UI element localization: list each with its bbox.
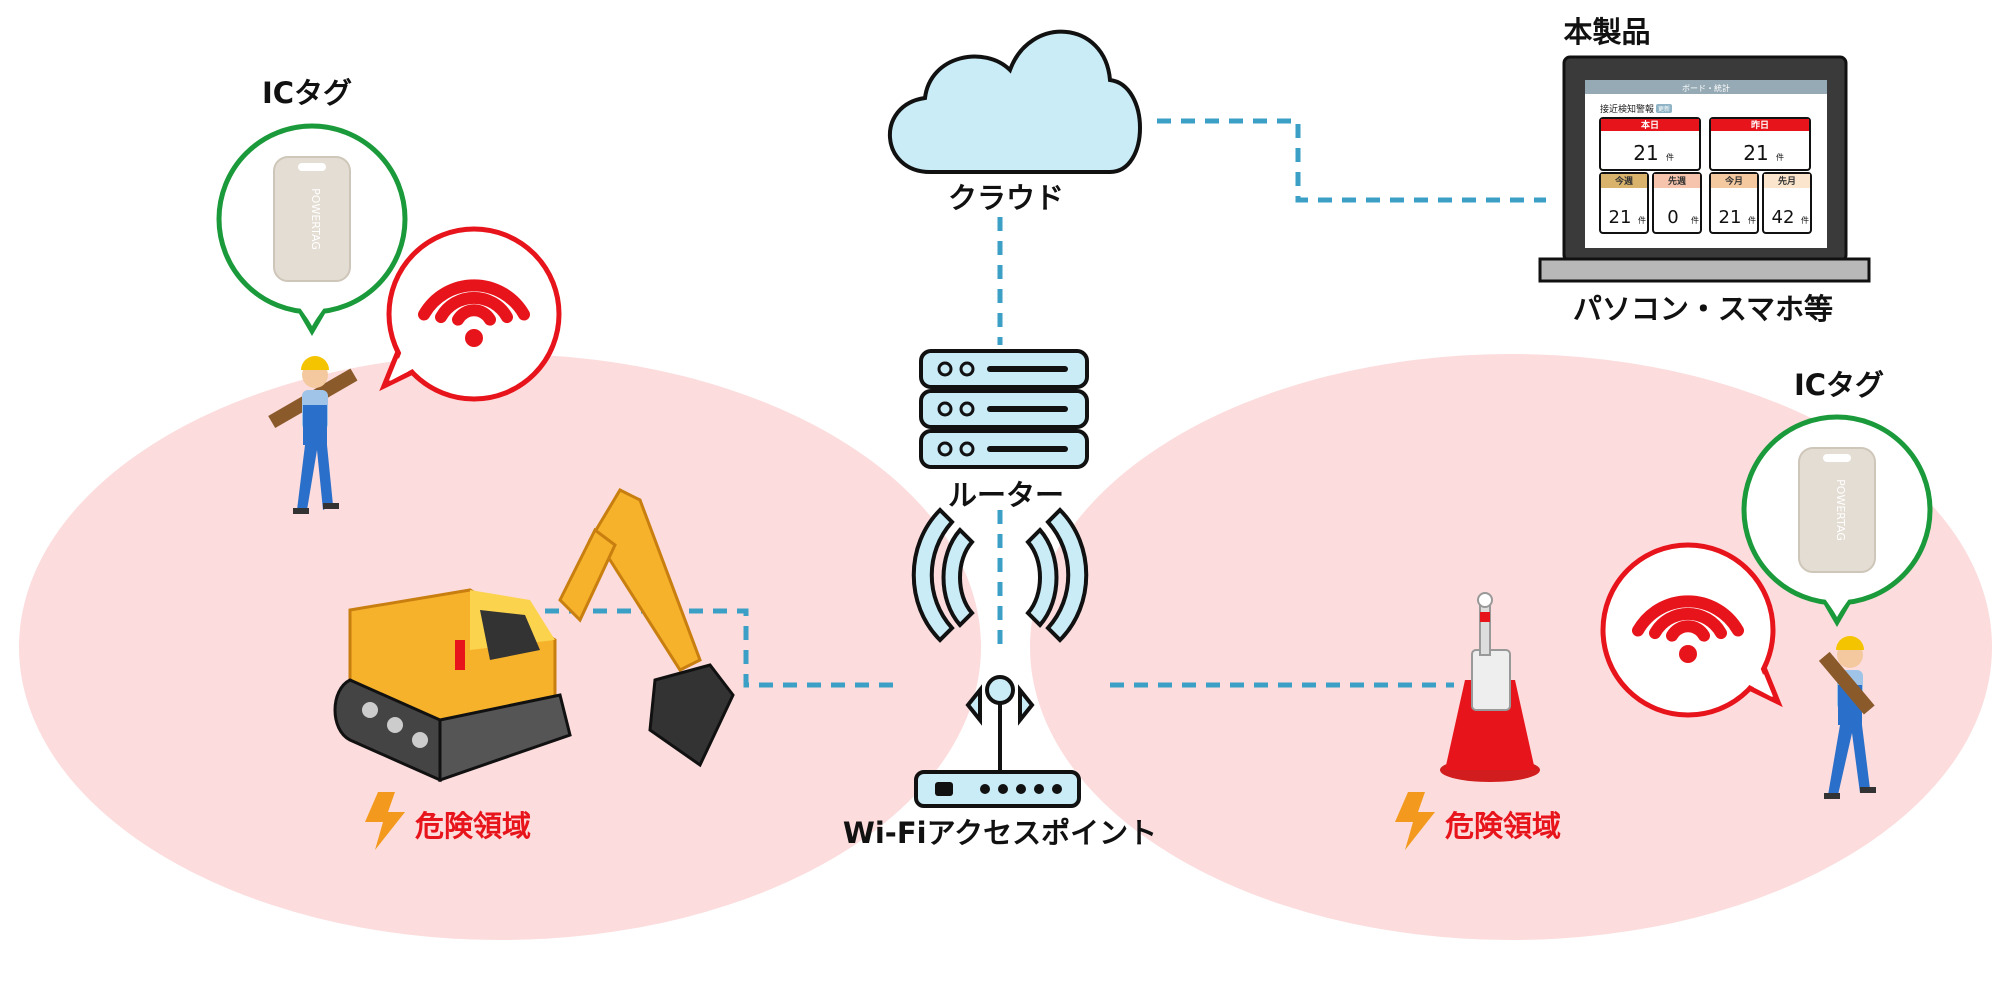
cone-sensor-icon xyxy=(1440,592,1540,782)
danger-label-left: 危険領域 xyxy=(415,809,531,843)
stat-card-label: 今月 xyxy=(1724,175,1743,187)
network-links xyxy=(446,118,1546,688)
product-label: 本製品 xyxy=(1563,15,1650,49)
stat-card: 今月 21 件 xyxy=(1709,172,1759,234)
ic-tag-label-left: ICタグ xyxy=(262,76,352,110)
stat-card-label: 先月 xyxy=(1778,175,1796,187)
link-ap-excavator xyxy=(446,608,893,688)
worker-left-icon xyxy=(268,356,358,514)
refresh-badge[interactable]: 更新 xyxy=(1658,105,1670,113)
router-label: ルーター xyxy=(948,478,1064,512)
stat-card-unit: 件 xyxy=(1691,215,1699,225)
dashboard-title: 接近検知警報 xyxy=(1600,103,1654,115)
stat-card-label: 本日 xyxy=(1641,119,1659,131)
stat-card-unit: 件 xyxy=(1748,215,1756,225)
tag-logo: POWERTAG xyxy=(1834,479,1847,541)
stat-card-value: 21 xyxy=(1633,141,1658,165)
lightning-icon-left xyxy=(365,792,405,850)
ic-tag-label-right: ICタグ xyxy=(1794,368,1884,402)
wifi-signal-icon xyxy=(1632,595,1744,663)
stat-card: 先月 42 件 xyxy=(1762,172,1812,234)
stat-card-label: 先週 xyxy=(1668,175,1687,187)
router-icon xyxy=(919,349,1089,469)
wifi-access-point-icon xyxy=(911,507,1089,808)
worker-right-icon xyxy=(1818,636,1876,799)
stat-card-value: 21 xyxy=(1609,207,1632,228)
cloud-label: クラウド xyxy=(948,181,1064,215)
ic-tag-bubble-right: POWERTAG xyxy=(1741,414,1933,627)
ic-tag-icon: POWERTAG xyxy=(1798,447,1876,573)
signal-bubble-right xyxy=(1600,542,1783,718)
stat-card-value: 21 xyxy=(1743,141,1768,165)
dashboard-header: ボード・統計 xyxy=(1682,83,1730,93)
devices-label: パソコン・スマホ等 xyxy=(1573,292,1833,326)
cloud-icon xyxy=(887,29,1142,174)
stat-card: 先週 0 件 xyxy=(1652,172,1702,234)
signal-bubble-left xyxy=(379,226,562,402)
wifi-signal-icon xyxy=(418,279,530,347)
stat-card-unit: 件 xyxy=(1638,215,1646,225)
stat-card-label: 今週 xyxy=(1614,175,1634,187)
stat-card: 今週 21 件 xyxy=(1599,172,1649,234)
stat-card: 昨日 21 件 xyxy=(1709,117,1811,171)
stat-card-unit: 件 xyxy=(1666,152,1674,162)
danger-label-right: 危険領域 xyxy=(1445,809,1561,843)
stat-card-label: 昨日 xyxy=(1751,119,1769,131)
stat-card-unit: 件 xyxy=(1801,215,1809,225)
stat-card-value: 21 xyxy=(1719,207,1742,228)
lightning-icon-right xyxy=(1395,792,1435,850)
excavator-icon xyxy=(333,488,735,783)
stat-card: 本日 21 件 xyxy=(1599,117,1701,171)
stat-card-value: 42 xyxy=(1772,207,1795,228)
ic-tag-bubble-left: POWERTAG xyxy=(216,123,408,336)
stat-card-unit: 件 xyxy=(1776,152,1784,162)
ic-tag-icon: POWERTAG xyxy=(273,156,351,282)
tag-logo: POWERTAG xyxy=(309,188,322,250)
link-cloud-device xyxy=(1157,118,1546,203)
stat-card-value: 0 xyxy=(1667,207,1678,228)
access-point-label: Wi-Fiアクセスポイント xyxy=(843,816,1157,850)
